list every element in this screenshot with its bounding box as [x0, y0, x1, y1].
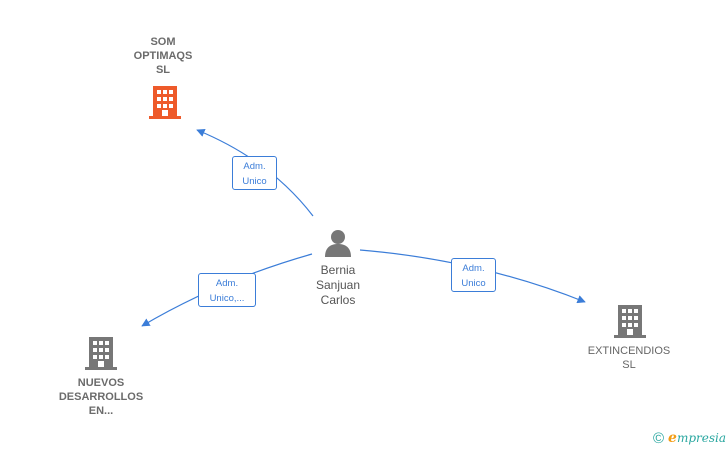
- building-icon[interactable]: [85, 335, 117, 371]
- company-label-extincendios[interactable]: EXTINCENDIOS SL: [587, 345, 671, 371]
- edge-label-extincendios[interactable]: Adm. Unico: [451, 258, 496, 292]
- building-icon[interactable]: [614, 303, 646, 339]
- company-label-nuevos[interactable]: NUEVOS DESARROLLOS EN...: [58, 377, 144, 417]
- brand-logo[interactable]: empresia: [668, 430, 726, 446]
- edge-label-nuevos[interactable]: Adm. Unico,...: [198, 273, 256, 307]
- person-label[interactable]: Bernia Sanjuan Carlos: [315, 263, 361, 307]
- building-icon[interactable]: [149, 84, 181, 120]
- brand-footer: © empresia: [653, 430, 726, 446]
- person-icon[interactable]: [323, 228, 353, 258]
- copyright-icon: ©: [652, 429, 665, 447]
- edge-label-som[interactable]: Adm. Unico: [232, 156, 277, 190]
- company-label-som[interactable]: SOM OPTIMAQS SL: [133, 36, 193, 76]
